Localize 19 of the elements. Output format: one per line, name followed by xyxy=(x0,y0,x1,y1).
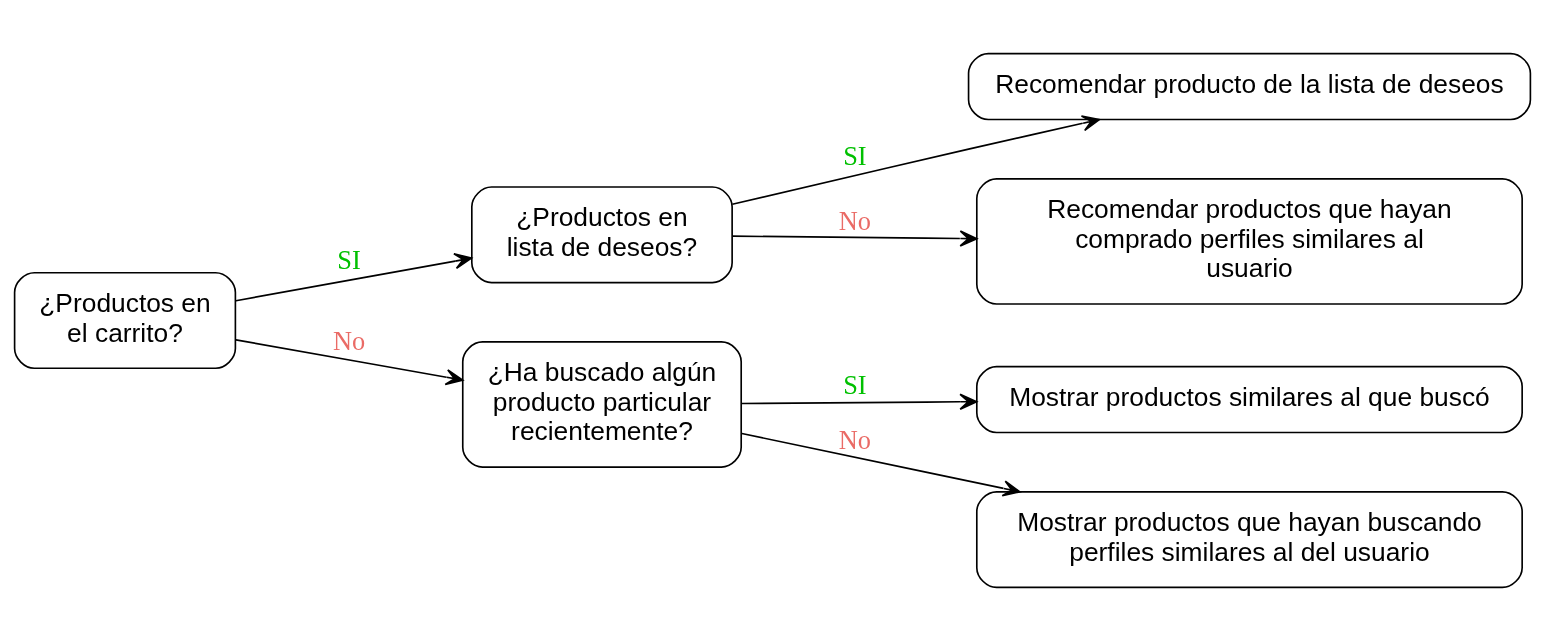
edge-label: SI xyxy=(843,370,867,400)
arrow xyxy=(235,252,473,302)
node-box: ¿Productos en el carrito? xyxy=(13,271,237,369)
arrow xyxy=(731,229,978,247)
arrow xyxy=(731,114,1101,205)
node-box: Recomendar producto de la lista de deseos xyxy=(967,52,1532,120)
node-box: Mostrar productos similares al que buscó xyxy=(975,365,1523,433)
edge-label: No xyxy=(838,425,871,455)
node-box: ¿Productos en lista de deseos? xyxy=(471,185,733,283)
arrow xyxy=(235,338,464,385)
arrow xyxy=(741,393,978,410)
node-box: ¿Ha buscado algún producto particular recientemente? xyxy=(461,340,743,468)
arrow xyxy=(741,432,1021,497)
edge-label: No xyxy=(332,326,366,356)
edge-label: SI xyxy=(843,141,867,171)
node-box: Mostrar productos que hayan buscando perfiles similares al del usuario xyxy=(975,490,1523,588)
edge-label: No xyxy=(838,206,871,236)
edge-label: SI xyxy=(337,245,361,275)
node-box: Recomendar productos que hayan comprado perfiles similares al usuario xyxy=(975,177,1523,305)
